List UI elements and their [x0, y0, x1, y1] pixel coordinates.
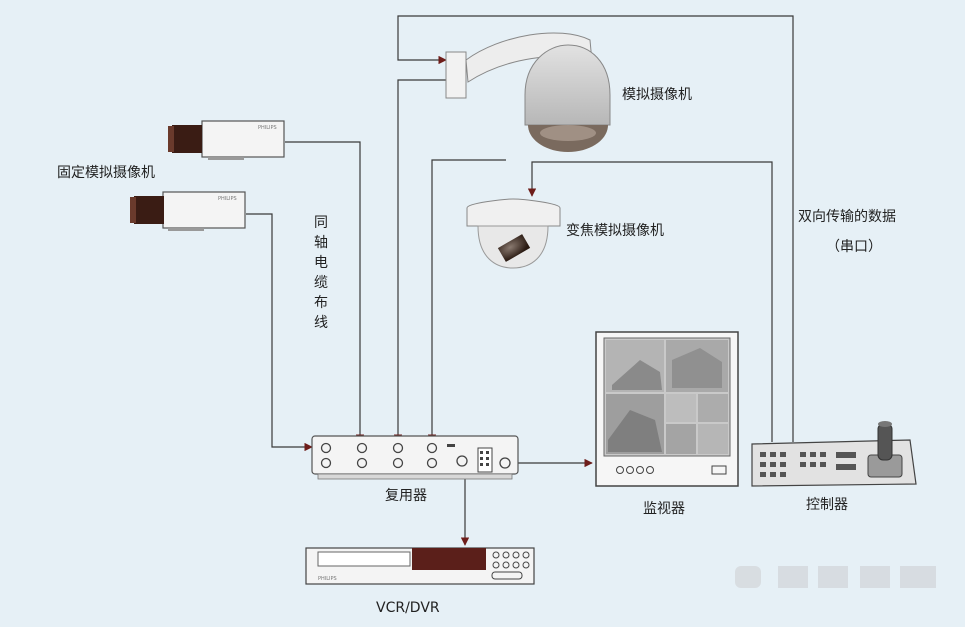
label-fixed-camera: 固定模拟摄像机 [57, 165, 155, 181]
cable-fixed-camera-2 [246, 213, 313, 452]
bnc-connector [426, 457, 438, 469]
bnc-output [456, 455, 468, 467]
lens-hood [130, 197, 136, 223]
label-monitor: 监视器 [643, 501, 685, 517]
cable-fixed-camera-1 [285, 141, 365, 443]
data-line-zoom [527, 161, 773, 442]
ptz-dome-camera [445, 32, 611, 152]
blurred-watermark [735, 566, 936, 588]
data-line-ptz [397, 15, 794, 442]
label-ptz-camera: 模拟摄像机 [622, 87, 692, 103]
label-zoom-camera: 变焦模拟摄像机 [566, 223, 664, 239]
label-recorder: VCR/DVR [376, 600, 440, 616]
label-bidirectional-data: 双向传输的数据 [798, 209, 896, 225]
bnc-connector [392, 457, 404, 469]
device-base [317, 473, 513, 480]
label-coax-cable: 同轴电缆布线 [314, 215, 328, 331]
joystick-handle [877, 423, 893, 461]
bnc-connector [356, 442, 368, 454]
cable-ptz-camera [393, 79, 446, 443]
video-tiles [606, 340, 728, 454]
connection-lines [246, 15, 794, 546]
tape-slot [317, 551, 411, 567]
wall-mount-plate [445, 51, 467, 99]
dome-base [466, 198, 561, 227]
cable-zoom-camera [427, 159, 506, 443]
bnc-connectors [320, 442, 511, 469]
camera-brand-text: PHILIPS [258, 125, 277, 131]
dome-housing [524, 44, 611, 126]
camera-stand [208, 157, 244, 160]
fixed-camera-2: PHILIPS [130, 191, 246, 231]
label-controller: 控制器 [806, 497, 848, 513]
camera-lens [497, 234, 531, 262]
monitor-buttons [616, 465, 727, 475]
bnc-connector [392, 442, 404, 454]
bnc-connector [320, 442, 332, 454]
camera-lens [172, 125, 202, 153]
bnc-output [499, 457, 511, 469]
joystick-top [878, 421, 892, 427]
multiplexer-device [311, 435, 519, 480]
camera-stand [168, 228, 204, 231]
zoom-dome-camera [466, 198, 561, 269]
port-label [447, 444, 455, 447]
connector-pins [480, 451, 489, 466]
recorder-panel [412, 548, 486, 570]
fixed-camera-1: PHILIPS [168, 120, 285, 160]
monitor-device [595, 331, 739, 487]
recorder-brand-text: PHILIPS [318, 576, 337, 582]
dome-lens-shine [540, 125, 596, 141]
controller-device [751, 421, 917, 487]
camera-lens [134, 196, 164, 224]
bnc-connector [320, 457, 332, 469]
label-serial-port: （串口） [826, 239, 882, 255]
bnc-connector [356, 457, 368, 469]
recorder-device: PHILIPS [305, 547, 535, 585]
lens-hood [168, 126, 174, 152]
recorder-buttons [491, 551, 530, 580]
bnc-connector [426, 442, 438, 454]
controller-keys [760, 452, 856, 477]
camera-brand-text: PHILIPS [218, 196, 237, 202]
label-multiplexer: 复用器 [385, 488, 427, 504]
